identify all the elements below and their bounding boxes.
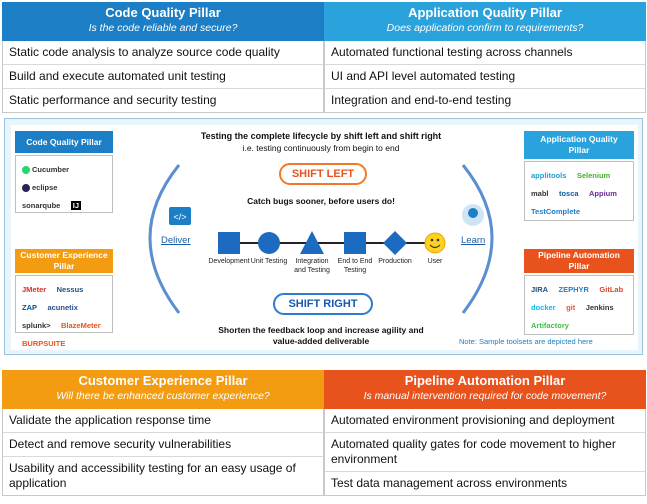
- pipeline-box: Pipeline Automation Pillar: [524, 249, 634, 273]
- list-item: Automated quality gates for code movemen…: [325, 432, 645, 471]
- lifecycle-diagram-panel: Code Quality Pillar Cucumber eclipse son…: [4, 118, 643, 355]
- cx-box: Customer Experience Pillar: [15, 249, 113, 273]
- e2e-square: [344, 232, 366, 254]
- deliver-label: Deliver: [161, 235, 191, 246]
- stage-user: User: [427, 258, 443, 265]
- smiley-eye-left: [430, 238, 434, 242]
- jira-logo: JIRA: [531, 285, 549, 294]
- lifecycle-arcs: </>: [148, 164, 494, 314]
- pipeline-section: Pipeline Automation Pillar Is manual int…: [324, 370, 646, 496]
- sample-toolsets-note: Note: Sample toolsets are depicted here: [459, 337, 593, 346]
- smiley-mouth: [429, 244, 441, 249]
- nessus-logo: Nessus: [56, 285, 84, 294]
- zephyr-logo: ZEPHYR: [558, 285, 589, 294]
- app-quality-tools: applitools Selenium mabl tosca Appium Te…: [524, 161, 634, 221]
- pipeline-header: Pipeline Automation Pillar Is manual int…: [324, 370, 646, 409]
- production-diamond: [383, 231, 407, 255]
- docker-logo: docker: [531, 303, 556, 312]
- tosca-logo: tosca: [558, 189, 579, 198]
- app-quality-box: Application Quality Pillar: [524, 131, 634, 159]
- eclipse-icon: [22, 184, 30, 193]
- splunk-logo: splunk>: [22, 321, 51, 330]
- cx-subtitle: Will there be enhanced customer experien…: [56, 390, 270, 402]
- list-item: Static code analysis to analyze source c…: [9, 45, 280, 59]
- learn-label: Learn: [461, 235, 486, 246]
- cx-section: Customer Experience Pillar Will there be…: [2, 370, 324, 496]
- shift-right-badge: SHIFT RIGHT: [273, 293, 373, 315]
- code-quality-subtitle: Is the code reliable and secure?: [88, 22, 238, 34]
- pipeline-tools: JIRA ZEPHYR GitLab docker git Jenkins Ar…: [524, 275, 634, 335]
- list-item: Integration and end-to-end testing: [325, 88, 645, 112]
- burpsuite-logo: BURPSUITE: [22, 339, 66, 348]
- app-quality-subtitle: Does application confirm to requirements…: [386, 22, 584, 34]
- list-item: Static performance and security testing: [3, 88, 323, 112]
- jmeter-logo: JMeter: [22, 285, 47, 294]
- stage-unit-testing: Unit Testing: [250, 258, 288, 265]
- sonarqube-logo: sonarqube: [22, 201, 61, 210]
- app-quality-section: Application Quality Pillar Does applicat…: [324, 2, 646, 113]
- app-quality-header: Application Quality Pillar Does applicat…: [324, 2, 646, 41]
- mabl-logo: mabl: [531, 189, 549, 198]
- code-quality-list: Static code analysis to analyze source c…: [2, 41, 324, 113]
- stage-integration: Integration and Testing: [294, 258, 330, 274]
- stage-development: Development: [208, 258, 250, 265]
- smiley-eye-right: [436, 238, 440, 242]
- appium-logo: Appium: [589, 189, 617, 198]
- testcomplete-logo: TestComplete: [531, 207, 581, 216]
- diagram-heading: Testing the complete lifecycle by shift …: [200, 131, 442, 141]
- feedback-text-line2: value-added deliverable: [272, 336, 370, 346]
- list-item: Automated environment provisioning and d…: [331, 413, 615, 427]
- blazemeter-logo: BlazeMeter: [61, 321, 101, 330]
- pipeline-subtitle: Is manual intervention required for code…: [363, 390, 607, 402]
- cucumber-logo: Cucumber: [22, 165, 69, 175]
- catch-bugs-text: Catch bugs sooner, before users do!: [247, 196, 395, 206]
- artifactory-logo: Artifactory: [531, 321, 569, 330]
- list-item: Detect and remove security vulnerabiliti…: [3, 432, 323, 456]
- list-item: UI and API level automated testing: [325, 64, 645, 88]
- applitools-logo: applitools: [531, 171, 567, 180]
- list-item: Validate the application response time: [9, 413, 211, 427]
- shift-left-badge: SHIFT LEFT: [279, 163, 367, 185]
- stage-production: Production: [378, 258, 412, 265]
- integration-triangle: [300, 231, 324, 254]
- cx-tools: JMeter Nessus ZAP acunetix splunk> Blaze…: [15, 275, 113, 348]
- git-logo: git: [566, 303, 576, 312]
- development-square: [218, 232, 240, 254]
- pipeline-title: Pipeline Automation Pillar: [404, 373, 566, 388]
- pipeline-list: Automated environment provisioning and d…: [324, 409, 646, 496]
- cx-header: Customer Experience Pillar Will there be…: [2, 370, 324, 409]
- code-quality-tools: Cucumber eclipse sonarqube IJ: [15, 155, 113, 213]
- right-arc: [461, 164, 494, 314]
- feedback-text-line1: Shorten the feedback loop and increase a…: [218, 325, 424, 335]
- zap-logo: ZAP: [22, 303, 37, 312]
- gear-icon: [468, 208, 478, 218]
- code-brackets-glyph: </>: [173, 212, 186, 222]
- list-item: Build and execute automated unit testing: [3, 64, 323, 88]
- stage-e2e: End to End Testing: [337, 258, 373, 274]
- list-item: Usability and accessibility testing for …: [3, 456, 323, 495]
- code-quality-box: Code Quality Pillar: [15, 131, 113, 153]
- app-quality-title: Application Quality Pillar: [408, 5, 562, 20]
- list-item: Test data management across environments: [325, 471, 645, 495]
- code-quality-title: Code Quality Pillar: [105, 5, 221, 20]
- unit-testing-circle: [258, 232, 280, 254]
- lifecycle-diagram: Code Quality Pillar Cucumber eclipse son…: [11, 125, 638, 350]
- cx-title: Customer Experience Pillar: [78, 373, 248, 388]
- user-smiley-icon: [424, 232, 446, 254]
- intellij-logo: IJ: [70, 201, 82, 210]
- code-quality-section: Code Quality Pillar Is the code reliable…: [2, 2, 324, 113]
- app-quality-list: Automated functional testing across chan…: [324, 41, 646, 113]
- list-item: Automated functional testing across chan…: [331, 45, 573, 59]
- deliver-icon: [169, 207, 191, 225]
- cucumber-icon: [22, 166, 30, 175]
- jenkins-logo: Jenkins: [585, 303, 614, 312]
- diagram-subheading: i.e. testing continuously from begin to …: [242, 143, 400, 153]
- acunetix-logo: acunetix: [47, 303, 78, 312]
- cx-list: Validate the application response time D…: [2, 409, 324, 496]
- gitlab-logo: GitLab: [599, 285, 624, 294]
- code-quality-header: Code Quality Pillar Is the code reliable…: [2, 2, 324, 41]
- eclipse-logo: eclipse: [22, 183, 57, 193]
- left-arc: [148, 164, 181, 314]
- selenium-logo: Selenium: [576, 171, 611, 180]
